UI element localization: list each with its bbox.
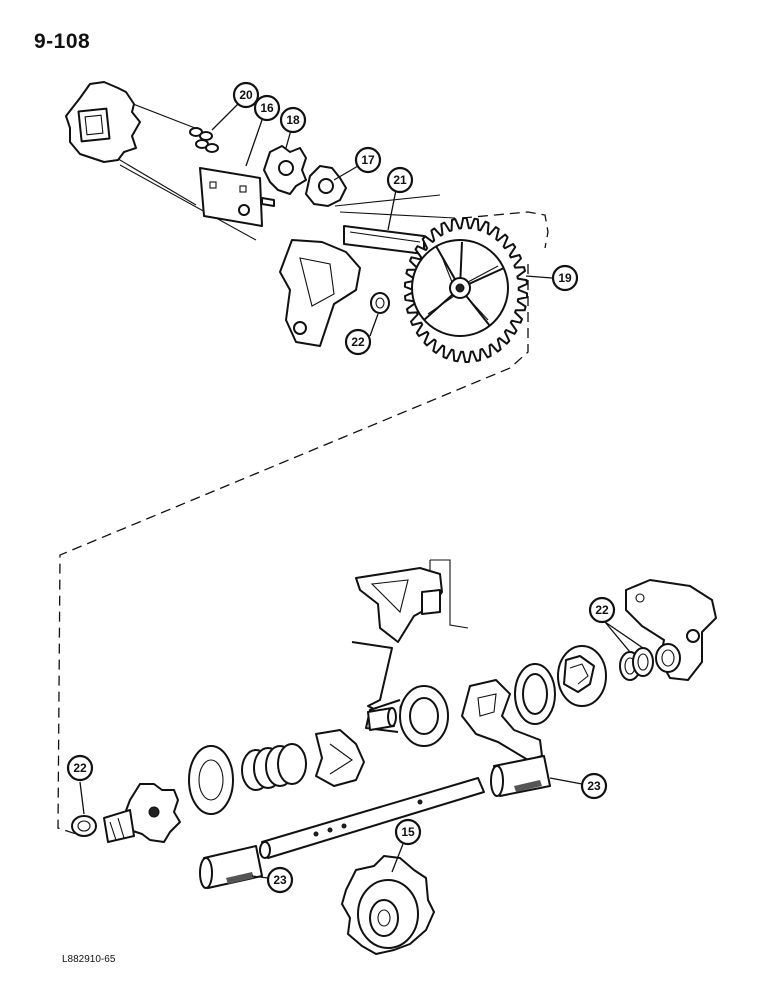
mounting-bracket-upper: [279, 239, 361, 347]
drive-shaft: [259, 777, 485, 859]
thrust-ring: [514, 663, 556, 725]
page-number: 9-108: [34, 30, 91, 53]
svg-text:17: 17: [361, 153, 375, 167]
large-sprocket: [403, 217, 529, 363]
svg-text:18: 18: [286, 113, 300, 127]
svg-text:15: 15: [401, 825, 415, 839]
shear-collar-left: [199, 845, 263, 889]
drive-cone: [315, 729, 365, 787]
pivot-lever: [351, 559, 469, 717]
tensioner-plate: [199, 167, 275, 227]
washer-pair: [619, 647, 654, 681]
svg-text:20: 20: [239, 88, 253, 102]
washer-lower: [71, 815, 97, 837]
figure-code: L882910-65: [62, 954, 116, 965]
output-sprocket: [341, 855, 435, 955]
callout-19: 19: [551, 264, 579, 292]
svg-text:23: 23: [273, 873, 287, 887]
retaining-ring: [188, 745, 234, 815]
callout-20: 20: [232, 81, 260, 109]
connecting-link: [189, 127, 219, 153]
svg-text:22: 22: [73, 761, 87, 775]
callout-15: 15: [394, 818, 422, 846]
callout-18: 18: [279, 106, 307, 134]
callout-17: 17: [354, 146, 382, 174]
idler-sprocket: [263, 145, 307, 195]
bearing-bracket: [625, 579, 717, 681]
callout-22-upper: 22: [344, 328, 372, 356]
assembly-boundary: [57, 211, 549, 835]
svg-text:22: 22: [595, 603, 609, 617]
drive-sprocket: [65, 81, 141, 163]
callout-22-lower: 22: [66, 754, 94, 782]
callout-leaders: [79, 103, 644, 879]
svg-text:23: 23: [587, 779, 601, 793]
callout-16: 16: [253, 94, 281, 122]
shear-collar-right: [490, 755, 551, 797]
callout-21: 21: [386, 166, 414, 194]
svg-text:21: 21: [393, 173, 407, 187]
drive-cam: [461, 679, 543, 761]
svg-text:16: 16: [260, 101, 274, 115]
clutch-hub: [557, 645, 607, 707]
washer-upper: [370, 292, 390, 314]
svg-text:22: 22: [351, 335, 365, 349]
idler-sprocket-small: [305, 165, 347, 207]
callout-22-right: 22: [588, 596, 616, 624]
coil-spring: [241, 743, 307, 791]
callout-23-left: 23: [266, 866, 294, 894]
bracket-arm: [343, 225, 425, 255]
callout-23-right: 23: [580, 772, 608, 800]
svg-text:19: 19: [558, 271, 572, 285]
small-sprocket: [103, 783, 181, 843]
bushing: [367, 707, 397, 731]
